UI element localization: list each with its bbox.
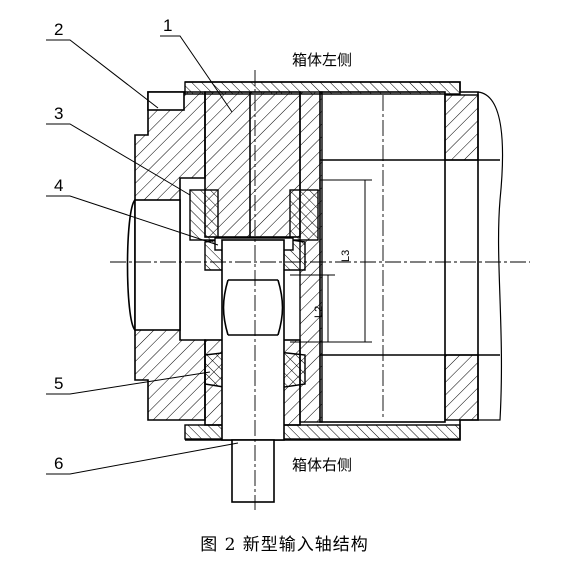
callout-5: 5 <box>54 374 63 393</box>
callout-3: 3 <box>54 104 63 123</box>
leader-lines <box>46 35 239 475</box>
dimension-label-d2: L2 <box>313 306 325 318</box>
callout-6: 6 <box>54 454 63 473</box>
bearing-seat-part-3 <box>189 189 319 241</box>
figure-caption: 图 2 新型输入轴结构 <box>200 535 369 555</box>
centerlines <box>110 70 530 510</box>
housing-left-part-2 <box>126 91 206 421</box>
label-housing-right-side: 箱体右侧 <box>292 456 352 474</box>
label-housing-left-side: 箱体左侧 <box>292 51 352 69</box>
callout-1: 1 <box>163 16 172 35</box>
dimension-label-d1: L3 <box>340 250 352 262</box>
top-cover-plate <box>184 81 461 95</box>
housing-ribs <box>299 91 479 423</box>
callout-2: 2 <box>54 20 63 39</box>
input-shaft-part-6 <box>221 239 285 503</box>
callout-4: 4 <box>54 176 63 195</box>
dimension-lines <box>290 179 372 343</box>
